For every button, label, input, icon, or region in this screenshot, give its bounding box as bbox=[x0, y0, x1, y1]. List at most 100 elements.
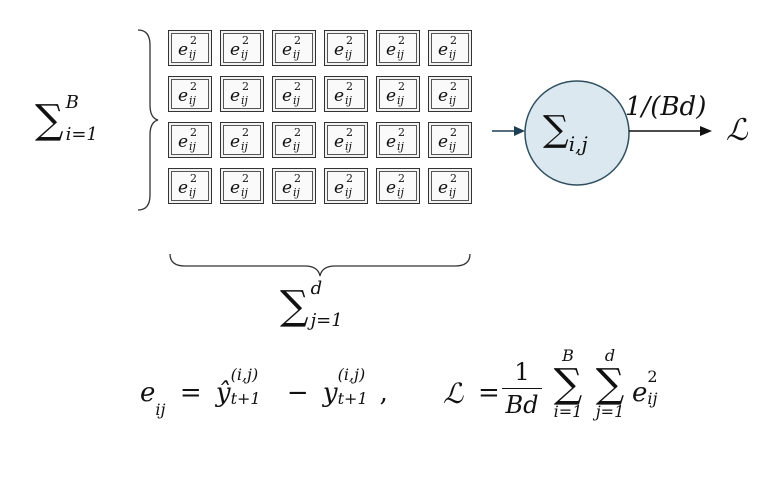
cell-sup: 2 bbox=[294, 172, 301, 185]
cell-sub: ij bbox=[241, 48, 248, 61]
bottom-brace bbox=[169, 253, 471, 277]
cell-base: e bbox=[438, 40, 449, 60]
cell-base: e bbox=[230, 40, 241, 60]
cell-sub: ij bbox=[397, 186, 404, 199]
cell-sup: 2 bbox=[190, 80, 197, 93]
sum-over-i: B ∑ i=1 bbox=[553, 346, 583, 421]
output-arrow-head bbox=[700, 126, 712, 136]
bottom-sum-lower: j=1 bbox=[310, 310, 343, 331]
cell-sup: 2 bbox=[242, 172, 249, 185]
cell-base: e bbox=[386, 40, 397, 60]
loss-symbol: ℒ bbox=[443, 377, 464, 410]
cell-sub: ij bbox=[293, 186, 300, 199]
cell-base: e bbox=[178, 40, 189, 60]
cell-base: e bbox=[386, 86, 397, 106]
cell-base: e bbox=[230, 132, 241, 152]
left-sum-lower: i=1 bbox=[65, 124, 98, 145]
cell-sup: 2 bbox=[346, 172, 353, 185]
error-definition: eij = ŷ (i,j) t+1 − y (i,j) t+1 , bbox=[140, 365, 388, 420]
left-sum-upper: B bbox=[65, 92, 79, 113]
cell-base: e bbox=[230, 178, 241, 198]
cell-sub: ij bbox=[449, 48, 456, 61]
cell-sub: ij bbox=[449, 186, 456, 199]
cell-sub: ij bbox=[189, 140, 196, 153]
cell-base: e bbox=[282, 86, 293, 106]
cell-base: e bbox=[334, 132, 345, 152]
cell-sub: ij bbox=[449, 94, 456, 107]
cell-sub: ij bbox=[293, 94, 300, 107]
left-sum: ∑ B i=1 bbox=[35, 92, 98, 145]
fraction: 1 Bd bbox=[502, 360, 542, 417]
cell-sup: 2 bbox=[450, 126, 457, 139]
cell-sub: ij bbox=[345, 48, 352, 61]
cell-base: e bbox=[438, 86, 449, 106]
left-brace bbox=[137, 29, 159, 211]
cell-sup: 2 bbox=[398, 126, 405, 139]
cell-sup: 2 bbox=[294, 34, 301, 47]
cell-sub: ij bbox=[345, 140, 352, 153]
input-arrow-head bbox=[514, 126, 525, 136]
cell-sup: 2 bbox=[190, 172, 197, 185]
cell-sup: 2 bbox=[398, 34, 405, 47]
cell-sub: ij bbox=[449, 140, 456, 153]
output-label: ℒ bbox=[726, 113, 748, 148]
sum-over-j: d ∑ j=1 bbox=[595, 346, 625, 421]
cell-base: e bbox=[178, 86, 189, 106]
cell-sup: 2 bbox=[346, 80, 353, 93]
node-label: ∑i,j bbox=[543, 109, 588, 156]
cell-base: e bbox=[230, 86, 241, 106]
cell-sub: ij bbox=[293, 48, 300, 61]
scale-label: 1/(Bd) bbox=[625, 92, 707, 122]
cell-sup: 2 bbox=[346, 34, 353, 47]
cell-sub: ij bbox=[345, 94, 352, 107]
cell-sup: 2 bbox=[294, 80, 301, 93]
cell-sub: ij bbox=[189, 94, 196, 107]
sum-node-circle bbox=[524, 80, 630, 186]
squared-error-term: e 2 ij bbox=[632, 367, 658, 408]
cell-sub: ij bbox=[241, 94, 248, 107]
cell-sub: ij bbox=[345, 186, 352, 199]
cell-sup: 2 bbox=[450, 34, 457, 47]
cell-sup: 2 bbox=[190, 34, 197, 47]
cell-sup: 2 bbox=[450, 172, 457, 185]
cell-sub: ij bbox=[189, 186, 196, 199]
cell-base: e bbox=[438, 132, 449, 152]
cell-base: e bbox=[178, 178, 189, 198]
cell-base: e bbox=[282, 132, 293, 152]
cell-sup: 2 bbox=[450, 80, 457, 93]
bottom-sum: ∑ d j=1 bbox=[280, 278, 343, 331]
bottom-sum-upper: d bbox=[310, 278, 323, 299]
cell-sup: 2 bbox=[242, 80, 249, 93]
cell-sup: 2 bbox=[242, 126, 249, 139]
cell-base: e bbox=[334, 178, 345, 198]
cell-base: e bbox=[438, 178, 449, 198]
cell-sub: ij bbox=[241, 186, 248, 199]
cell-base: e bbox=[334, 86, 345, 106]
cell-sub: ij bbox=[397, 48, 404, 61]
cell-base: e bbox=[386, 178, 397, 198]
cell-sup: 2 bbox=[398, 80, 405, 93]
cell-base: e bbox=[178, 132, 189, 152]
cell-base: e bbox=[334, 40, 345, 60]
cell-base: e bbox=[282, 178, 293, 198]
cell-sub: ij bbox=[397, 94, 404, 107]
equals-sign: = bbox=[478, 378, 500, 408]
